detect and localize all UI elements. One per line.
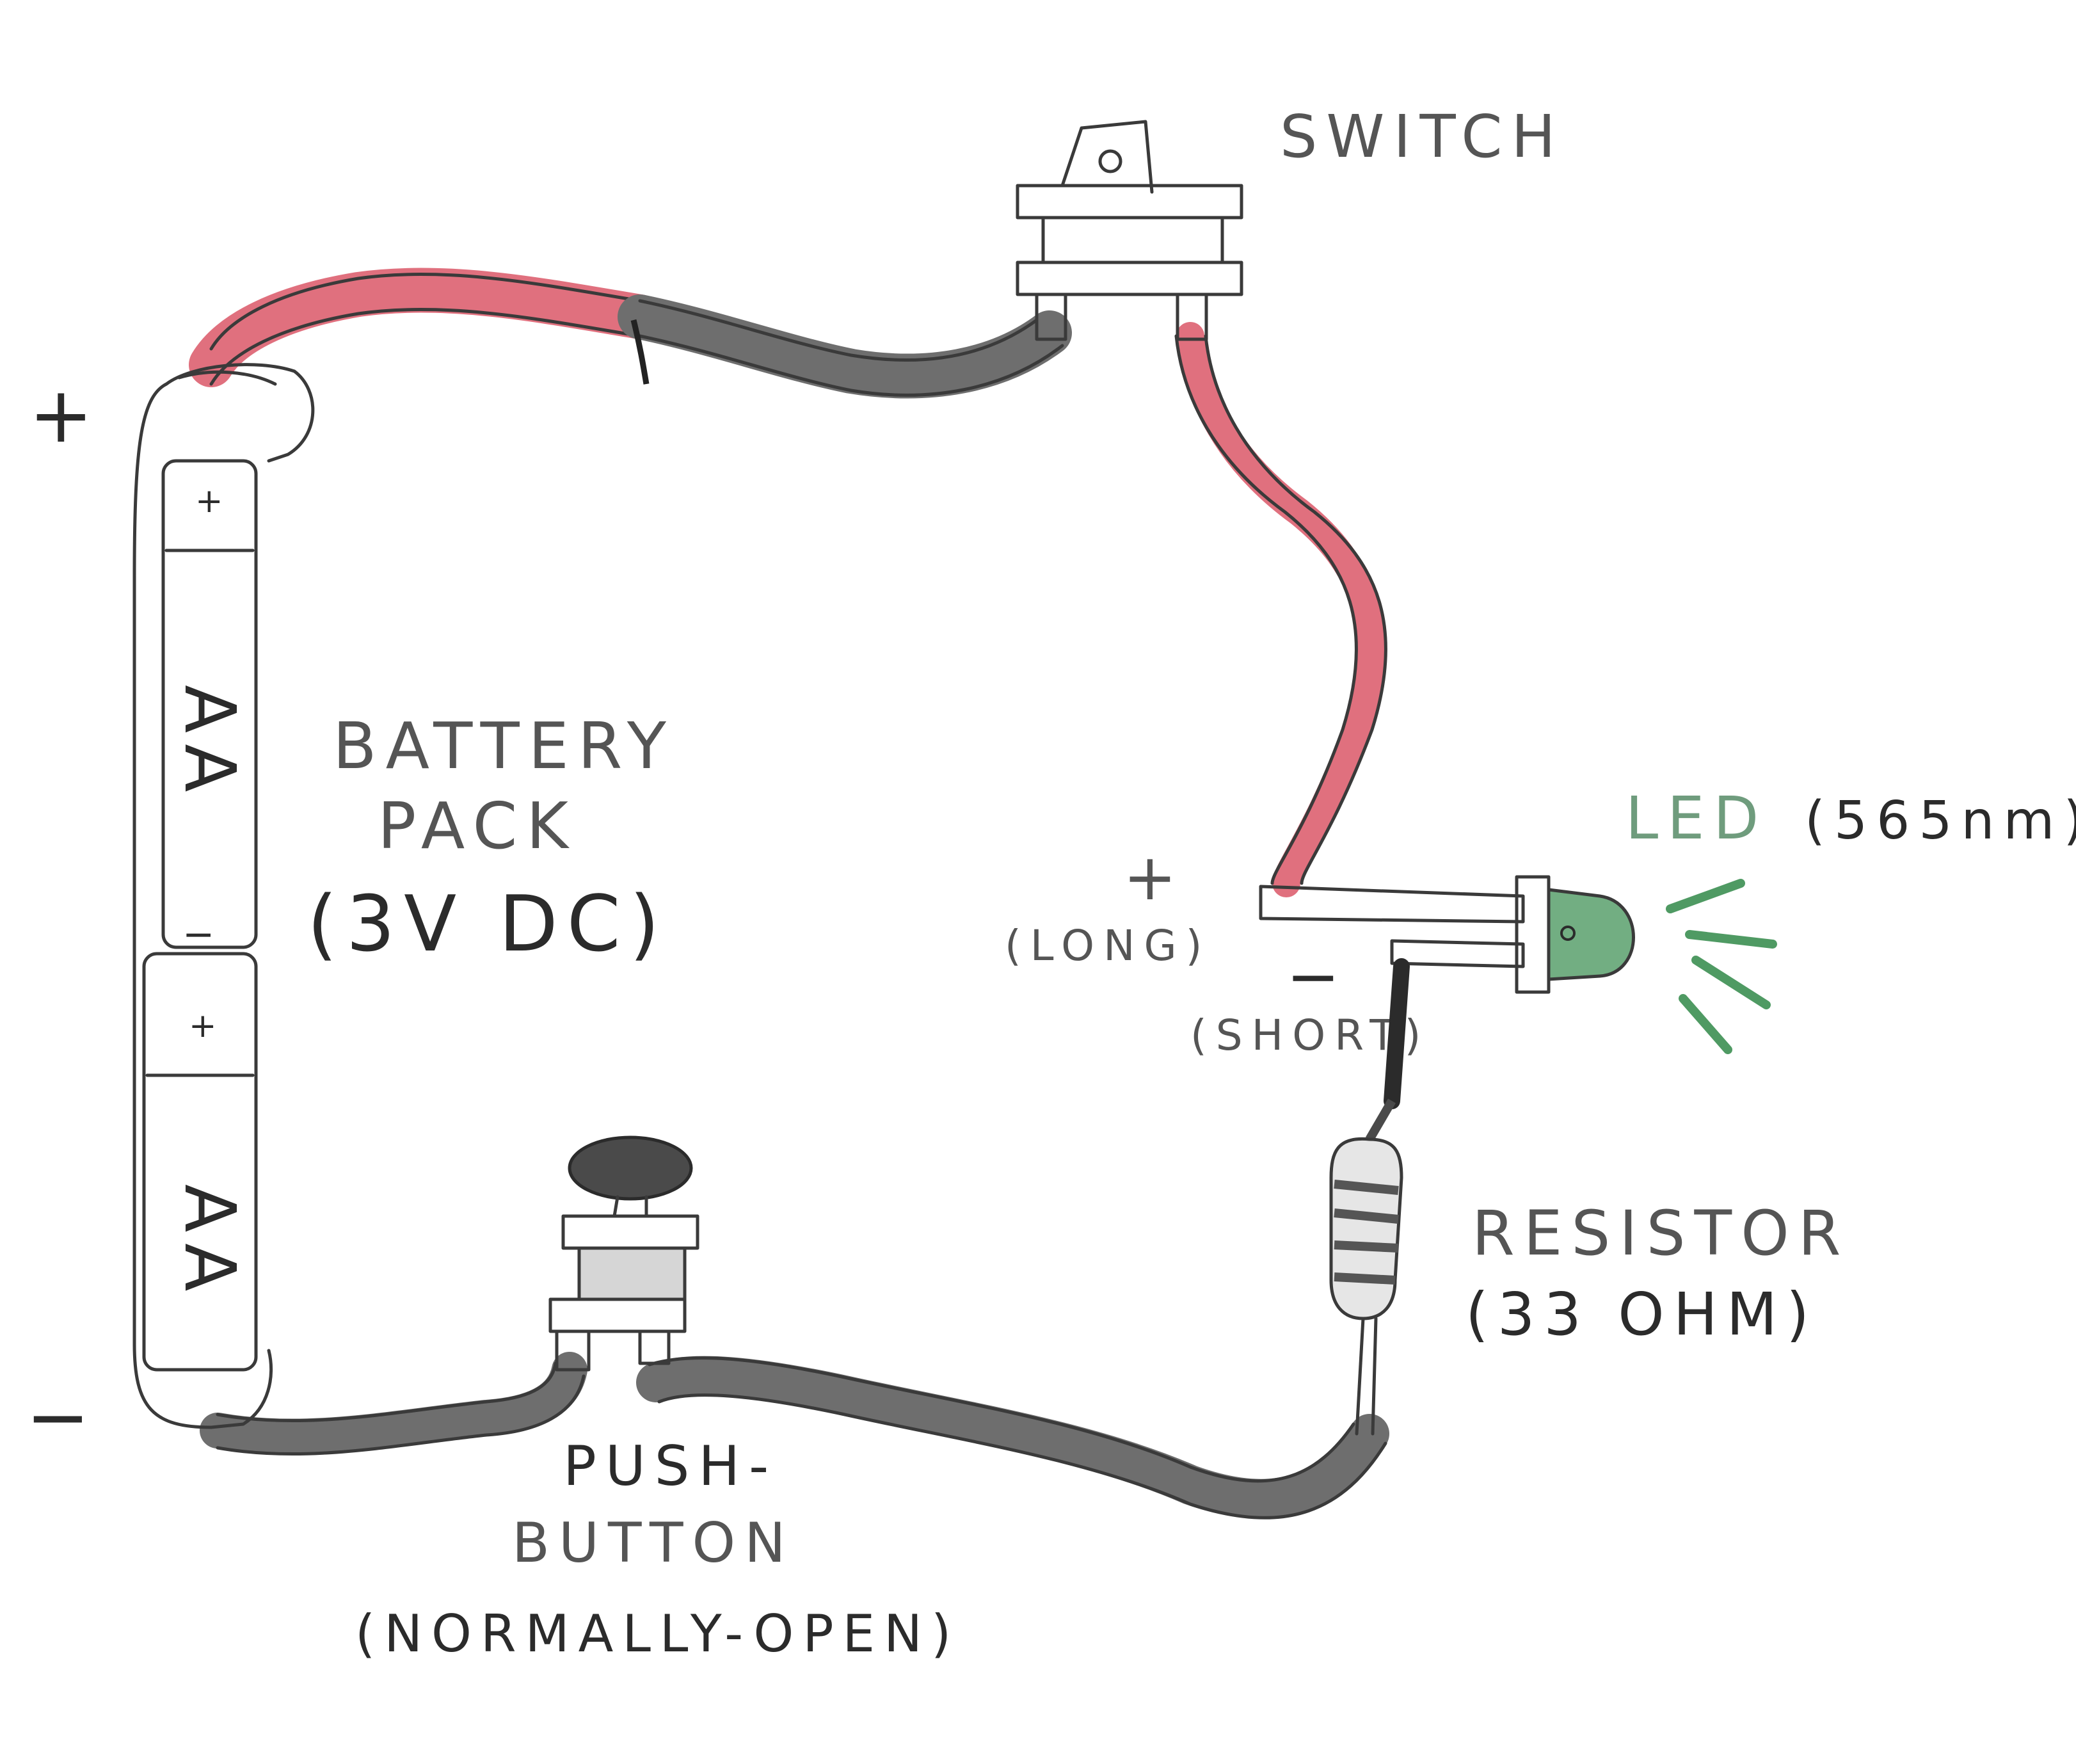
- pack-plus-sign: +: [29, 371, 102, 460]
- battery-pack-label-line2: PACK: [378, 789, 577, 863]
- wire-switch-to-led-red: [1174, 322, 1388, 897]
- cell-top-plus: +: [195, 482, 232, 520]
- led-label: LED: [1625, 784, 1768, 853]
- aa-cell-bottom: [142, 952, 258, 1372]
- led-light-rays: [1666, 879, 1777, 1054]
- battery-pack: + − + AA AA: [132, 363, 315, 1429]
- battery-pack-label-line3: (3V DC): [307, 880, 668, 969]
- led-short-leg-wire: [1365, 958, 1410, 1142]
- led-wavelength-label: (565nm): [1805, 790, 2076, 851]
- led-minus-sign: −: [1286, 939, 1349, 1014]
- wire-battery-plus-red: [189, 268, 662, 387]
- aa-cell-top: [161, 459, 258, 949]
- push-button-label-line3: (NORMALLY-OPEN): [355, 1604, 960, 1664]
- resistor: [1329, 1137, 1403, 1436]
- switch-label: SWITCH: [1280, 102, 1565, 171]
- resistor-value-label: (33 OHM): [1465, 1280, 1818, 1349]
- battery-pack-label-line1: BATTERY: [333, 709, 675, 783]
- pack-minus-sign: −: [26, 1373, 99, 1462]
- cell-top-label: AA: [169, 685, 251, 801]
- push-button-label-line2: BUTTON: [512, 1511, 795, 1575]
- led-plus-sign: +: [1123, 840, 1186, 915]
- wire-button-to-resistor-black: [636, 1356, 1389, 1519]
- resistor-label: RESISTOR: [1472, 1198, 1849, 1269]
- led-short-leg-label: (SHORT): [1190, 1011, 1430, 1060]
- cell-top-minus: −: [182, 912, 223, 957]
- cell-bottom-label: AA: [169, 1184, 251, 1301]
- push-button: [548, 1135, 699, 1372]
- rocker-switch: [1016, 120, 1243, 341]
- wire-to-switch-black: [618, 294, 1072, 399]
- led-component: [1259, 875, 1635, 994]
- cell-bottom-plus: +: [189, 1007, 226, 1045]
- wire-battery-minus-black: [200, 1352, 587, 1456]
- push-button-label-line1: PUSH-: [563, 1434, 778, 1498]
- led-long-leg-label: (LONG): [1005, 921, 1211, 970]
